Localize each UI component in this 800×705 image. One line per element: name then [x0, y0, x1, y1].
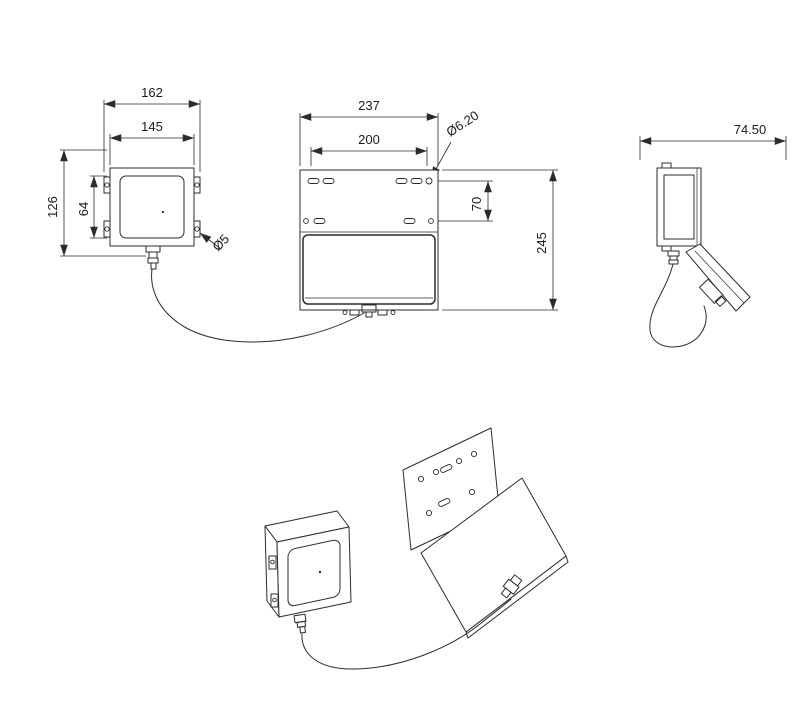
panel-face [420, 477, 567, 633]
mounting-hole [104, 182, 110, 188]
enclosure-outline [109, 167, 195, 247]
dim-label-front-height-outer: 126 [45, 196, 60, 218]
bracket-outline [299, 169, 439, 311]
mounting-ear [193, 220, 201, 238]
panel-connector [500, 574, 523, 599]
iso-reader-box [264, 510, 352, 634]
side-tab [661, 245, 672, 252]
mounting-slot [322, 178, 335, 184]
box-ear-hole [270, 559, 275, 565]
mounting-slot [307, 178, 320, 184]
front-dimension-lines [60, 100, 222, 257]
side-tab [661, 162, 672, 169]
dim-label-plate-width-outer: 237 [358, 98, 380, 113]
mounting-ear [103, 176, 111, 194]
mounting-slot [410, 178, 423, 184]
dim-label-plate-hole-row-spacing: 70 [469, 197, 484, 211]
mounting-hole [194, 182, 200, 188]
radome-face [119, 175, 185, 239]
box-connector [293, 613, 307, 634]
dim-label-plate-height: 245 [534, 232, 549, 254]
cable-front-to-plate [151, 268, 365, 343]
iso-cable [301, 598, 512, 670]
dim-label-plate-width-inner: 200 [358, 132, 380, 147]
plate-view: 237 200 Ø6.20 70 245 [299, 98, 558, 318]
iso-antenna-panel [420, 477, 569, 639]
mounting-hole [303, 218, 309, 224]
side-view: 74.50 [639, 122, 787, 348]
mounting-hole [104, 226, 110, 232]
side-enclosure [656, 162, 702, 265]
dim-label-front-hole-diameter: Ø5 [209, 231, 232, 254]
antenna-panel [302, 234, 436, 305]
front-view: 162 145 126 64 Ø5 [45, 85, 365, 343]
dim-label-front-height-inner: 64 [76, 202, 91, 216]
box-ear-hole [272, 597, 277, 603]
led-dot [161, 210, 165, 214]
dim-label-front-width-inner: 145 [141, 119, 163, 134]
mounting-ear [193, 176, 201, 194]
plate-bottom-fittings [342, 304, 396, 318]
box-radome-face [287, 539, 341, 607]
side-bracket-connector [698, 278, 727, 307]
box-mounting-ear [268, 555, 277, 570]
front-enclosure [103, 167, 201, 270]
dim-label-plate-hole-diameter: Ø6.20 [443, 108, 481, 140]
mounting-slot [395, 178, 408, 184]
side-dimension-lines [639, 136, 787, 160]
flange-slot [440, 464, 453, 473]
flange-hole [425, 509, 433, 517]
mounting-hole [425, 177, 433, 185]
mounting-ear [103, 220, 111, 238]
side-cable-loop [649, 263, 707, 348]
box-led-dot [318, 570, 322, 574]
flange-slot [438, 498, 451, 507]
mounting-slot [313, 218, 326, 224]
flange-hole [417, 475, 425, 483]
flange-hole [470, 450, 478, 458]
flange-hole [432, 468, 440, 476]
box-front-face [276, 526, 352, 618]
dim-label-side-depth: 74.50 [734, 122, 767, 137]
side-bracket-inner-edge [694, 250, 745, 304]
dim-label-front-width-outer: 162 [141, 85, 163, 100]
box-mounting-ear [270, 593, 279, 608]
flange-hole [468, 488, 476, 496]
flange-hole [455, 457, 463, 465]
mounting-hole [428, 218, 434, 224]
isometric-view [264, 427, 569, 670]
mounting-slot [403, 218, 416, 224]
bracket-plate [299, 169, 439, 318]
side-inner-face [663, 174, 695, 240]
plate-dimension-lines [299, 113, 558, 311]
side-bracket [685, 243, 751, 312]
side-bracket-strip [685, 243, 751, 312]
side-connector [667, 250, 680, 265]
front-connector [145, 245, 161, 270]
mounting-hole [194, 226, 200, 232]
